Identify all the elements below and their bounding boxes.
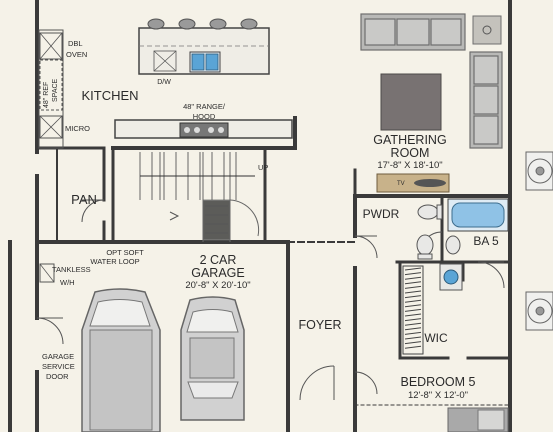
closet-hanger <box>404 341 422 345</box>
bath5-label: BA 5 <box>473 234 499 248</box>
range-note-line2: HOOD <box>193 112 216 121</box>
bed-icon <box>447 407 509 432</box>
hvac-unit-icon <box>525 151 553 331</box>
closet-hanger <box>404 285 422 289</box>
kitchen-label: KITCHEN <box>81 88 138 103</box>
ref-space-note-line2: SPACE <box>52 78 59 102</box>
garage-dims: 20'-8" X 20'-10" <box>185 280 250 291</box>
garage-label-line1: 2 CAR <box>200 253 237 267</box>
tankless-note-line1: TANKLESS <box>52 265 91 274</box>
water-heater <box>39 263 55 283</box>
door-swings <box>36 199 505 401</box>
closet-hanger <box>404 327 422 331</box>
closet-hanger <box>404 267 422 271</box>
garage-label-line2: GARAGE <box>191 266 245 280</box>
stairs-up-note: UP <box>258 163 268 172</box>
closet-hanger <box>404 313 422 317</box>
vanity-sink-icon <box>439 263 463 291</box>
micro-note: MICRO <box>65 124 90 133</box>
staircase <box>139 152 260 242</box>
tankless-note-line2: W/H <box>60 278 75 287</box>
ref-space-note-line1: 48" REF <box>43 82 50 108</box>
bathtub-icon <box>447 198 509 232</box>
closet-hanger <box>404 336 422 340</box>
closet-hanger <box>404 290 422 294</box>
gathering-room-label-line2: ROOM <box>391 146 430 160</box>
bedroom5-dims: 12'-8" X 12'-0" <box>408 390 468 401</box>
closet-hanger <box>404 272 422 276</box>
closet-hanger <box>404 308 422 312</box>
garage-door-note-line1: GARAGE <box>42 352 74 361</box>
tv-note: TV <box>397 181 405 187</box>
closet-hanger <box>404 295 422 299</box>
gathering-room-dims: 17'-8" X 18'-10" <box>377 160 442 171</box>
closet-hanger <box>404 299 422 303</box>
coffee-table <box>380 73 442 131</box>
sink-icon <box>189 51 221 73</box>
closet-hanger <box>404 322 422 326</box>
soft-water-note-line1: OPT SOFT <box>106 248 144 257</box>
kitchen-fixtures <box>38 27 293 149</box>
pantry-label: PAN <box>71 192 97 207</box>
dbl-oven-note-line2: OVEN <box>66 50 87 59</box>
dw-note: D/W <box>157 79 171 86</box>
range-note-line1: 48" RANGE/ <box>183 102 226 111</box>
sofa-icon <box>360 13 503 149</box>
wic-shelving <box>402 265 424 355</box>
toilet-icon <box>416 204 461 260</box>
gathering-room-label-line1: GATHERING <box>373 133 446 147</box>
closet-hanger <box>404 345 422 349</box>
soft-water-note-line2: WATER LOOP <box>90 257 139 266</box>
closet-hanger <box>404 331 422 335</box>
powder-label: PWDR <box>363 207 400 221</box>
car-icon <box>81 288 245 432</box>
tv-stand <box>376 173 450 193</box>
end-table <box>472 15 502 45</box>
dbl-oven-note-line1: DBL <box>68 39 83 48</box>
bedroom5-label: BEDROOM 5 <box>400 375 475 389</box>
closet-hanger <box>404 318 422 322</box>
wic-label: WIC <box>424 331 448 345</box>
closet-hanger <box>404 276 422 280</box>
range-icon <box>179 122 229 138</box>
closet-hanger <box>404 304 422 308</box>
bar-stool-icon <box>147 18 258 30</box>
garage-door-note-line3: DOOR <box>46 372 69 381</box>
garage-door-note-line2: SERVICE <box>42 362 75 371</box>
foyer-label: FOYER <box>298 318 341 332</box>
closet-hanger <box>404 281 422 285</box>
